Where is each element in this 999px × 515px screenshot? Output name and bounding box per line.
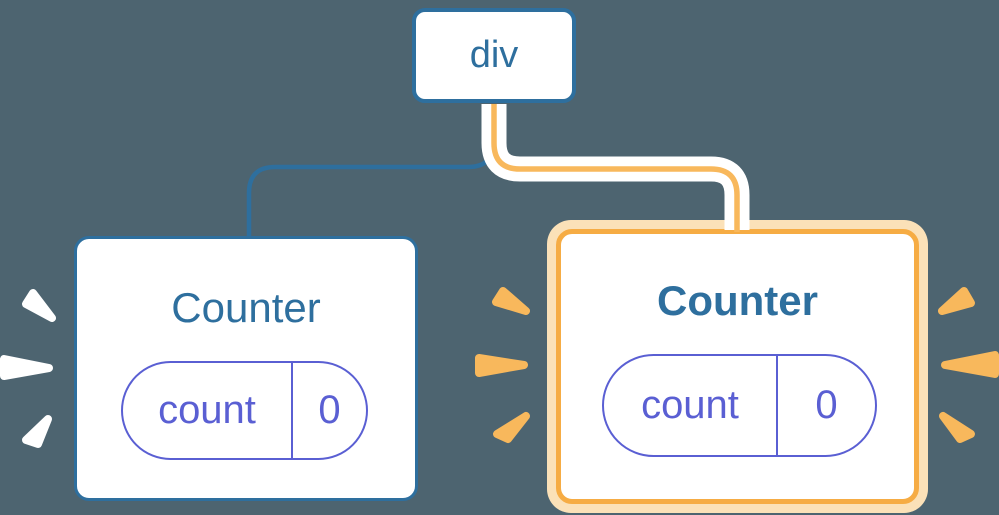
counter-card-right-highlight-ring: Counter count 0 <box>547 220 928 513</box>
tree-node-div: div <box>412 8 576 103</box>
burst-triangle <box>493 412 530 443</box>
burst-triangle <box>475 354 528 377</box>
edge-div-to-left-counter <box>246 104 497 238</box>
burst-triangle <box>938 287 975 315</box>
burst-marks-middle-orange <box>475 287 530 443</box>
tree-node-div-label: div <box>469 34 519 76</box>
edge-div-to-right-counter <box>491 104 740 232</box>
counter-card-left-title: Counter <box>171 284 321 331</box>
burst-marks-right-orange <box>938 287 999 443</box>
counter-card-left: Counter count 0 <box>74 236 418 501</box>
state-key-left: count <box>123 363 293 458</box>
counter-card-right: Counter count 0 <box>556 229 919 504</box>
burst-triangle <box>22 289 56 322</box>
state-key-right: count <box>604 356 778 455</box>
state-pill-left: count 0 <box>121 361 368 460</box>
edge-div-to-right-counter-casing <box>481 104 750 230</box>
burst-triangle <box>0 355 53 380</box>
burst-triangle <box>941 351 999 378</box>
burst-triangle <box>22 415 52 448</box>
burst-triangle <box>492 287 530 315</box>
state-pill-right: count 0 <box>602 354 877 457</box>
burst-triangle <box>939 412 975 443</box>
state-value-right: 0 <box>815 383 838 427</box>
state-value-left: 0 <box>318 388 341 432</box>
counter-card-right-title: Counter <box>657 277 818 324</box>
burst-marks-left-white <box>0 289 56 448</box>
